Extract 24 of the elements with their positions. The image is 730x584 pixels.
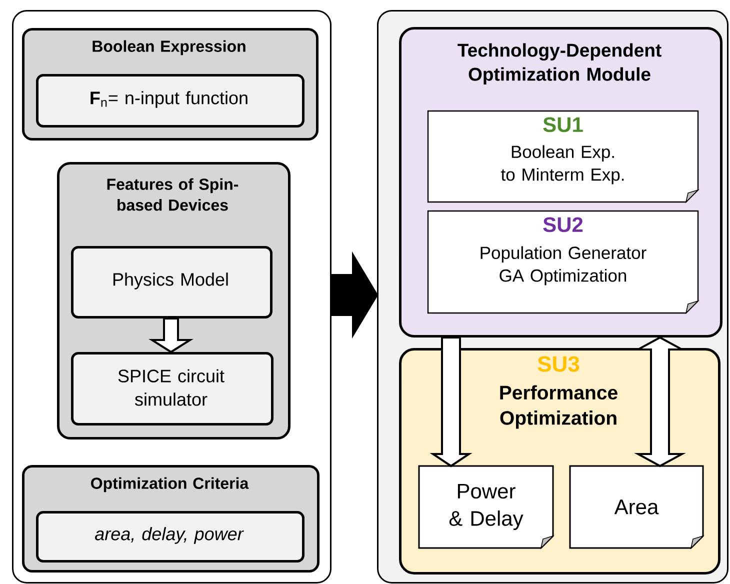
block-arrow <box>430 336 472 468</box>
heading: Technology-Dependent Optimization Module <box>458 43 662 84</box>
heading: Boolean Expression <box>92 40 246 56</box>
heading: Features of Spin-based Devices <box>107 178 238 211</box>
box-text: F$_{n}$= n-input function <box>90 91 248 108</box>
block-arrow <box>634 336 686 468</box>
unit-label: SU2 <box>543 217 583 232</box>
block-arrow <box>330 251 378 339</box>
process-box <box>71 352 274 426</box>
heading: Optimization Criteria <box>91 477 249 492</box>
box-text: area, delay, power <box>95 527 244 544</box>
box-text: Physics Model <box>113 272 228 290</box>
unit-label: SU1 <box>543 117 583 132</box>
block-arrow <box>148 318 194 354</box>
process-box <box>36 511 304 562</box>
unit-label: SU3 <box>538 356 580 372</box>
process-box <box>71 246 272 318</box>
process-box <box>36 74 304 128</box>
box-text: SPICE circuit simulator <box>118 369 224 406</box>
box-text: Area <box>614 500 659 514</box>
heading: Performance Optimization <box>500 385 618 429</box>
box-text: Boolean Exp. to Minterm Exp. <box>501 145 624 184</box>
box-text: Power & Delay <box>449 484 524 530</box>
box-text: Population Generator GA Optimization <box>480 246 646 286</box>
